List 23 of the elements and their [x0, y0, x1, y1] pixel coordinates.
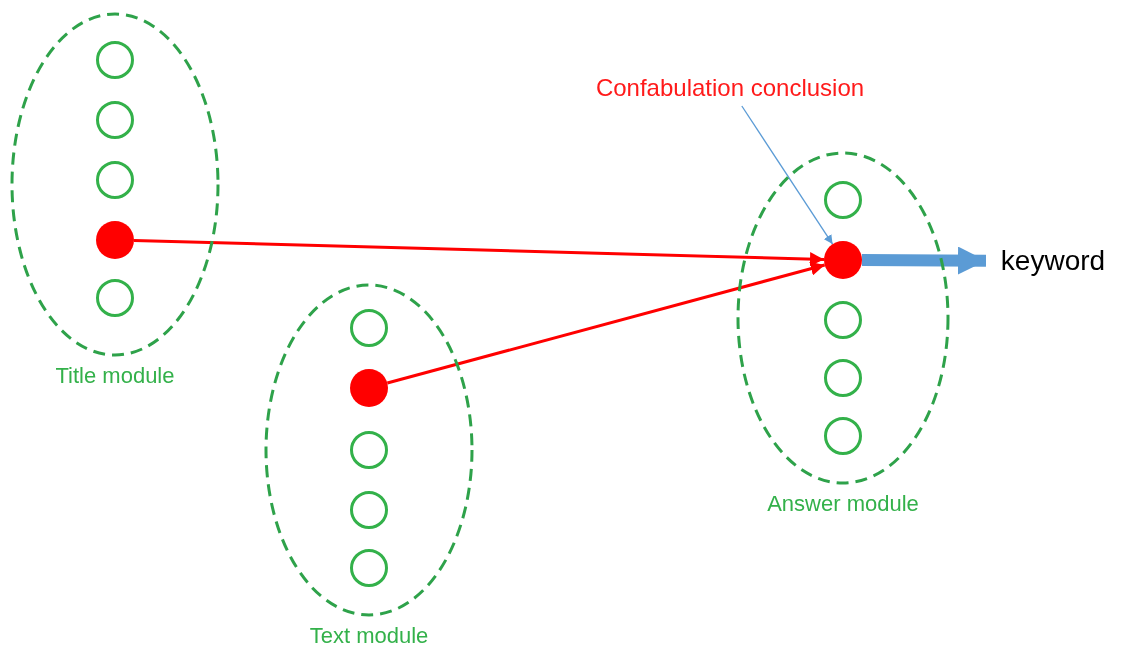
- neuron-circle: [824, 301, 862, 339]
- arrow: [386, 261, 826, 385]
- neuron-circle: [350, 491, 388, 529]
- module-label: Title module: [54, 363, 176, 389]
- module-label: Text module: [308, 623, 430, 649]
- neuron-circle: [96, 101, 134, 139]
- neuron-circle: [824, 417, 862, 455]
- neuron-circle: [350, 431, 388, 469]
- neuron-circle: [350, 549, 388, 587]
- block-arrow: [861, 246, 987, 275]
- leader-line: [741, 105, 834, 245]
- output-label: keyword: [1000, 245, 1106, 277]
- neuron-circle: [96, 41, 134, 79]
- neuron-circle: [96, 279, 134, 317]
- annotation-label: Confabulation conclusion: [595, 74, 865, 102]
- neuron-circle: [96, 161, 134, 199]
- filled-neuron: [350, 369, 388, 407]
- filled-neuron: [96, 221, 134, 259]
- neuron-circle: [350, 309, 388, 347]
- module-label: Answer module: [766, 491, 920, 517]
- neuron-circle: [824, 359, 862, 397]
- filled-neuron: [824, 241, 862, 279]
- neuron-circle: [824, 181, 862, 219]
